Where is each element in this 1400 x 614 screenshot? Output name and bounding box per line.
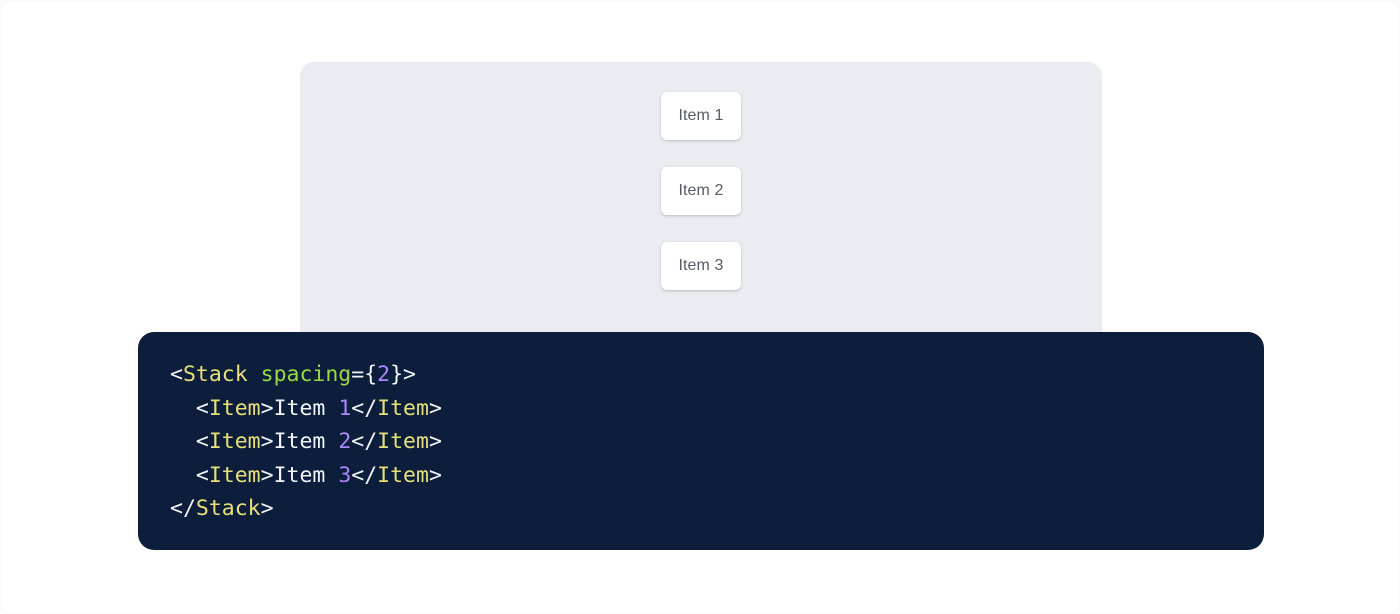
code-token-attr: spacing (260, 362, 352, 387)
code-token-punct: }> (390, 362, 416, 387)
code-token-punct: > (260, 462, 274, 488)
code-token-punct: > (428, 429, 442, 455)
code-token-num: 2 (338, 429, 352, 455)
stack-container: Item 1 Item 2 Item 3 (300, 62, 1102, 290)
code-token-num: 2 (377, 362, 391, 387)
code-token-punct: > (428, 462, 442, 488)
code-token-text: Item (273, 395, 339, 421)
code-token-text: Item (273, 462, 339, 488)
code-snippet-card: <Stack spacing={2}> <Item>Item 1</Item> … (138, 332, 1264, 550)
code-token-punct: </ (351, 429, 378, 455)
code-token-punct: > (428, 395, 442, 421)
code-line: <Stack spacing={2}> (170, 362, 416, 387)
code-token-punct: ={ (351, 362, 378, 387)
code-token-tag: Item (377, 429, 429, 455)
code-token-num: 3 (338, 462, 352, 488)
code-token-punct: </ (351, 462, 378, 488)
code-token-punct: > (260, 429, 274, 455)
code-token-tag: Stack (195, 496, 261, 522)
code-token-punct: > (260, 496, 274, 522)
code-token-punct (248, 362, 261, 387)
code-token-text: Item (273, 429, 339, 455)
code-token-punct: < (170, 395, 209, 421)
code-line: <Item>Item 2</Item> (170, 429, 442, 454)
stack-item[interactable]: Item 2 (661, 167, 741, 215)
stack-preview-panel: Item 1 Item 2 Item 3 (300, 62, 1102, 352)
code-token-tag: Item (377, 395, 429, 421)
code-line: <Item>Item 1</Item> (170, 396, 442, 421)
code-token-tag: Item (208, 395, 261, 421)
code-token-tag: Item (208, 462, 261, 488)
code-token-punct: </ (170, 496, 196, 522)
code-token-punct: < (170, 362, 183, 387)
code-token-tag: Stack (182, 362, 248, 387)
code-token-tag: Item (377, 462, 429, 488)
code-token-punct: </ (351, 395, 378, 421)
code-block: <Stack spacing={2}> <Item>Item 1</Item> … (170, 358, 1264, 526)
code-token-tag: Item (208, 429, 261, 455)
code-token-num: 1 (338, 395, 352, 421)
code-line: <Item>Item 3</Item> (170, 463, 442, 488)
code-token-punct: < (170, 429, 209, 455)
code-token-punct: < (170, 462, 209, 488)
code-line: </Stack> (170, 496, 274, 521)
code-token-punct: > (260, 395, 274, 421)
stack-item[interactable]: Item 1 (661, 92, 741, 140)
stack-item[interactable]: Item 3 (661, 242, 741, 290)
